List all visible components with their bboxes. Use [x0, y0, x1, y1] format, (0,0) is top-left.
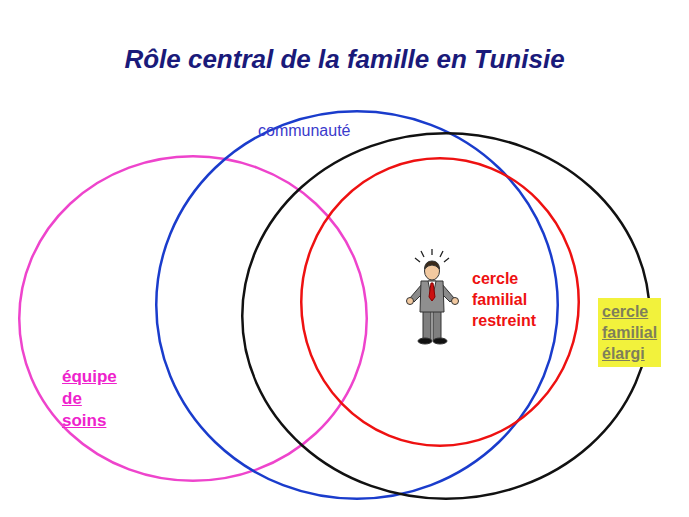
label-anchor: équipe de soins	[62, 366, 117, 432]
diagram-title: Rôle central de la famille en Tunisie	[124, 44, 564, 74]
circle-outline	[18, 155, 368, 482]
circle-label: équipe de soins	[62, 366, 117, 432]
care-team-circle: équipe de soins	[18, 155, 368, 482]
circle-label: cercle familial élargi	[598, 298, 661, 367]
circle-outline	[300, 157, 580, 447]
label-anchor: cercle familial restreint	[472, 268, 536, 331]
label-anchor: cercle familial élargi	[598, 298, 661, 367]
title-band: Rôle central de la famille en Tunisie	[0, 44, 689, 75]
circle-label: communauté	[258, 122, 351, 140]
extended-family-circle: cercle familial élargicercle familial re…	[241, 132, 651, 500]
circle-label: cercle familial restreint	[472, 268, 536, 331]
label-anchor: communauté	[258, 122, 351, 140]
close-family-circle: cercle familial restreint	[300, 157, 580, 447]
